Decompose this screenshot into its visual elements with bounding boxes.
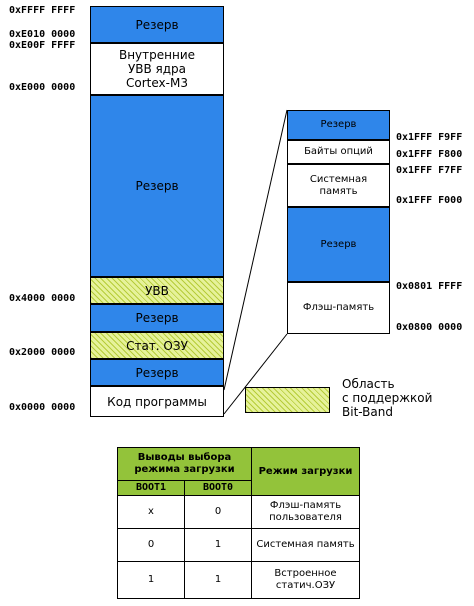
option-bytes-block: Байты опций bbox=[287, 140, 390, 164]
column-boot1: BOOT1 bbox=[117, 480, 185, 496]
reserved-block-low: Резерв bbox=[90, 359, 224, 386]
mode-cell: Флэш-память пользователя bbox=[251, 495, 360, 529]
boot0-cell: 1 bbox=[184, 561, 252, 599]
block-label: Внутренние УВВ ядра Cortex-M3 bbox=[118, 48, 196, 90]
block-label: Системная память bbox=[309, 173, 368, 197]
detail-reserved-top: Резерв bbox=[287, 110, 390, 140]
address-label: 0x4000 0000 bbox=[9, 293, 76, 304]
block-label: Код программы bbox=[107, 394, 207, 409]
legend-swatch bbox=[245, 387, 330, 413]
address-label: 0x0000 0000 bbox=[9, 402, 76, 413]
header-mode: Режим загрузки bbox=[251, 447, 360, 496]
connector-line-top bbox=[223, 109, 288, 391]
block-label: Резерв bbox=[320, 238, 357, 250]
boot1-cell: x bbox=[117, 495, 185, 529]
header-pins: Выводы выбора режима загрузки bbox=[117, 447, 252, 481]
address-label: 0x1FFF F800 bbox=[396, 149, 463, 160]
address-label: 0xE000 0000 bbox=[9, 82, 76, 93]
reserved-block-top: Резерв bbox=[90, 6, 224, 43]
boot0-cell: 1 bbox=[184, 528, 252, 562]
mode-cell: Встроенное статич.ОЗУ bbox=[251, 561, 360, 599]
mode-cell: Системная память bbox=[251, 528, 360, 562]
program-code-block: Код программы bbox=[90, 386, 224, 417]
block-label: Флэш-память bbox=[302, 302, 375, 313]
table-row: 1 1 Встроенное статич.ОЗУ bbox=[117, 561, 360, 599]
detail-reserved-mid: Резерв bbox=[287, 207, 390, 282]
address-label: 0xFFFF FFFF bbox=[9, 5, 76, 16]
table-row: 0 1 Системная память bbox=[117, 528, 360, 562]
address-label: 0x0801 FFFF bbox=[396, 281, 463, 292]
block-label: УВВ bbox=[145, 283, 169, 298]
address-label: 0x1FFF F9FF bbox=[396, 132, 463, 143]
block-label: Резерв bbox=[135, 365, 179, 380]
table-row: x 0 Флэш-память пользователя bbox=[117, 495, 360, 529]
cortex-m3-peripherals-block: Внутренние УВВ ядра Cortex-M3 bbox=[90, 43, 224, 95]
peripherals-block: УВВ bbox=[90, 277, 224, 304]
address-label: 0xE010 0000 bbox=[9, 29, 76, 40]
column-boot0: BOOT0 bbox=[184, 480, 252, 496]
address-label: 0x2000 0000 bbox=[9, 347, 76, 358]
block-label: Резерв bbox=[320, 119, 357, 130]
system-memory-block: Системная память bbox=[287, 164, 390, 207]
sram-block: Стат. ОЗУ bbox=[90, 332, 224, 359]
address-label: 0xE00F FFFF bbox=[9, 40, 76, 51]
flash-memory-block: Флэш-память bbox=[287, 282, 390, 334]
legend-label: Область с поддержкой Bit-Band bbox=[342, 377, 433, 419]
connector-line-bottom bbox=[223, 333, 288, 415]
boot-mode-table: Выводы выбора режима загрузки Режим загр… bbox=[117, 447, 360, 599]
boot0-cell: 0 bbox=[184, 495, 252, 529]
address-label: 0x0800 0000 bbox=[396, 322, 463, 333]
address-label: 0x1FFF F7FF bbox=[396, 165, 463, 176]
address-label: 0x1FFF F000 bbox=[396, 195, 463, 206]
block-label: Резерв bbox=[135, 17, 179, 32]
boot1-cell: 1 bbox=[117, 561, 185, 599]
block-label: Резерв bbox=[135, 311, 179, 325]
block-label: Стат. ОЗУ bbox=[126, 338, 188, 353]
boot1-cell: 0 bbox=[117, 528, 185, 562]
block-label: Байты опций bbox=[304, 146, 373, 157]
block-label: Резерв bbox=[135, 179, 179, 193]
reserved-block-mid: Резерв bbox=[90, 304, 224, 332]
reserved-block-large: Резерв bbox=[90, 95, 224, 277]
